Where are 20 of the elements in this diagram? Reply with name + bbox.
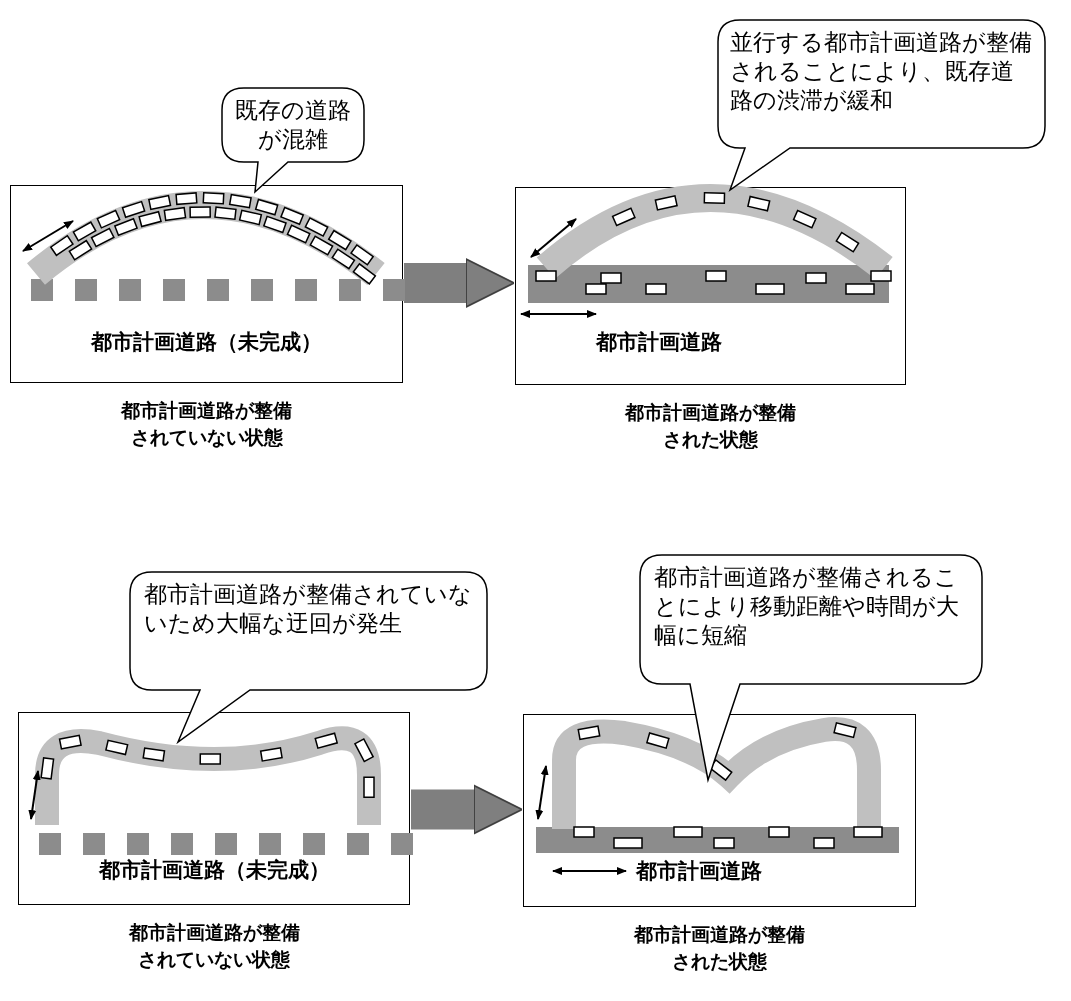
- node-label: 都市計画道路が整備されていない状態: [120, 399, 293, 450]
- panel-frame: [18, 712, 410, 905]
- panel-frame: [10, 185, 403, 383]
- bubble-text: 並行する都市計画道路が整備されることにより、既存道路の渋滞が緩和: [730, 29, 1033, 115]
- speech-bubble: [640, 555, 982, 780]
- road-label: 都市計画道路: [636, 857, 762, 885]
- node-label: 都市計画道路が整備された状態: [624, 401, 797, 452]
- speech-bubble: [718, 20, 1045, 190]
- speech-bubble: [222, 88, 364, 192]
- bubble-text: 既存の道路が混雑: [234, 97, 352, 154]
- bubble-text: 都市計画道路が整備されていないため大幅な迂回が発生: [144, 581, 473, 638]
- node-label: 都市計画道路が整備されていない状態: [127, 921, 301, 972]
- node-label: 都市計画道路が整備された状態: [633, 923, 806, 974]
- speech-bubble: [130, 572, 487, 742]
- block-arrow: [404, 258, 515, 308]
- panel-frame: [523, 714, 916, 907]
- block-arrow: [411, 784, 523, 835]
- bubble-text: 都市計画道路が整備されることにより移動距離や時間が大幅に短縮: [654, 564, 960, 650]
- panel-frame: [515, 187, 906, 385]
- road-label: 都市計画道路: [596, 328, 722, 356]
